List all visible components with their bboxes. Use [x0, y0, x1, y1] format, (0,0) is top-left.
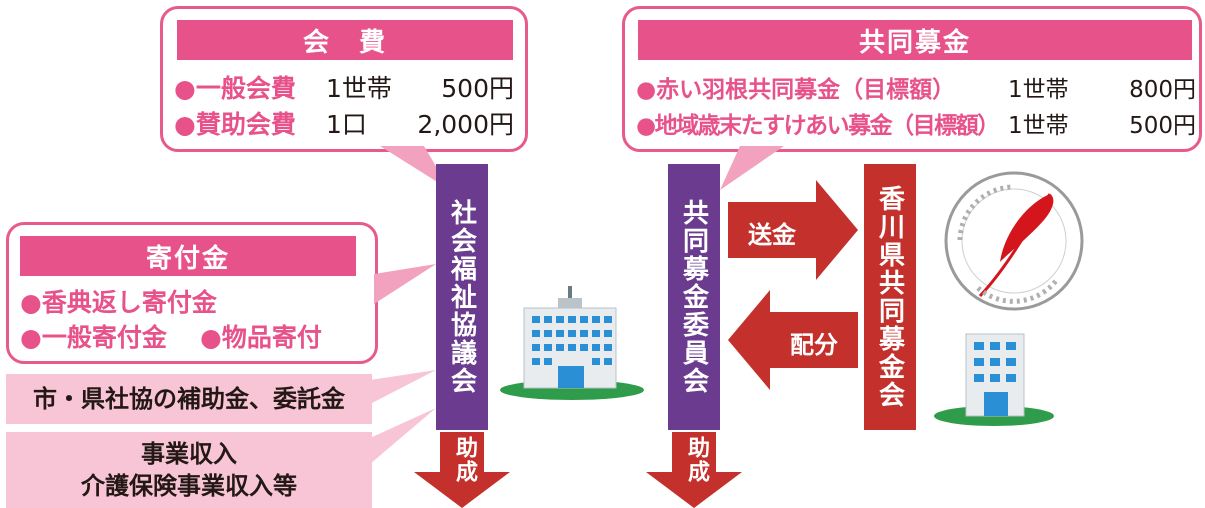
business-line-1: 事業収入 — [141, 439, 237, 468]
shakyo-bar: 社会福祉協議会 — [436, 164, 488, 430]
kaihi-title: 会 費 — [177, 20, 513, 60]
josei-arrow-1 — [414, 432, 510, 508]
red-feather-logo — [944, 171, 1084, 311]
haibun-label: 配分 — [790, 331, 838, 359]
business-line-2: 介護保険事業収入等 — [81, 472, 297, 500]
kaihi-item-1-amount: 500円 — [441, 74, 514, 103]
kaihi-item-2: ●賛助会費 1口 2,000円 — [174, 106, 514, 140]
kyodo-bokin-item-2-name: ●地域歳末たすけあい募金（目標額） — [636, 113, 1000, 139]
kifukin-line-1: ●香典返し寄付金 — [20, 288, 217, 317]
kyodo-iinkai-bar: 共同募金委員会 — [668, 164, 720, 430]
haibun-arrow — [728, 290, 858, 390]
kyodo-bokin-item-1-unit: 1世帯 — [1008, 77, 1069, 103]
kaihi-item-1-unit: 1世帯 — [326, 74, 392, 103]
kaihi-item-2-unit: 1口 — [326, 110, 367, 139]
subsidy-pointer — [370, 370, 436, 404]
kyodo-bokin-item-2: ●地域歳末たすけあい募金（目標額） 1世帯 500円 — [636, 106, 1196, 140]
business-pointer — [370, 408, 436, 464]
kaihi-item-2-amount: 2,000円 — [417, 110, 514, 139]
kyodo-bokin-callout-tail — [720, 146, 784, 190]
kyodo-bokin-title: 共同募金 — [638, 20, 1192, 60]
kaihi-item-2-name: ●賛助会費 — [174, 110, 296, 139]
kaihi-callout-tail — [380, 146, 450, 190]
kyodo-bokin-item-1-name: ●赤い羽根共同募金（目標額） — [636, 77, 956, 103]
shakyo-building-icon — [500, 286, 644, 400]
kagawa-bar: 香川県共同募金会 — [864, 164, 916, 430]
kagawa-building-icon — [934, 333, 1054, 426]
sokin-arrow — [728, 180, 858, 280]
kifukin-line-2b: ●物品寄付 — [200, 323, 322, 352]
kifukin-line-2: ●一般寄付金 ●物品寄付 — [20, 320, 322, 352]
josei-label-2: 助成 — [684, 436, 709, 484]
kyodo-bokin-item-1-amount: 800円 — [1129, 77, 1196, 103]
kyodo-bokin-item-2-amount: 500円 — [1129, 113, 1196, 139]
kifukin-line-2a: ●一般寄付金 — [20, 323, 167, 352]
subsidy-box: 市・県社協の補助金、委託金 — [6, 374, 372, 424]
business-box: 事業収入 介護保険事業収入等 — [6, 432, 372, 508]
kifukin-callout-tail — [374, 264, 436, 304]
sokin-label: 送金 — [748, 221, 796, 249]
kaihi-item-1-name: ●一般会費 — [174, 74, 296, 103]
josei-arrow-2 — [646, 432, 742, 508]
kyodo-bokin-item-1: ●赤い羽根共同募金（目標額） 1世帯 800円 — [636, 70, 1196, 104]
josei-label-1: 助成 — [452, 436, 477, 484]
kaihi-item-1: ●一般会費 1世帯 500円 — [174, 70, 514, 104]
kyodo-bokin-item-2-unit: 1世帯 — [1008, 113, 1069, 139]
kifukin-title: 寄付金 — [20, 236, 356, 276]
